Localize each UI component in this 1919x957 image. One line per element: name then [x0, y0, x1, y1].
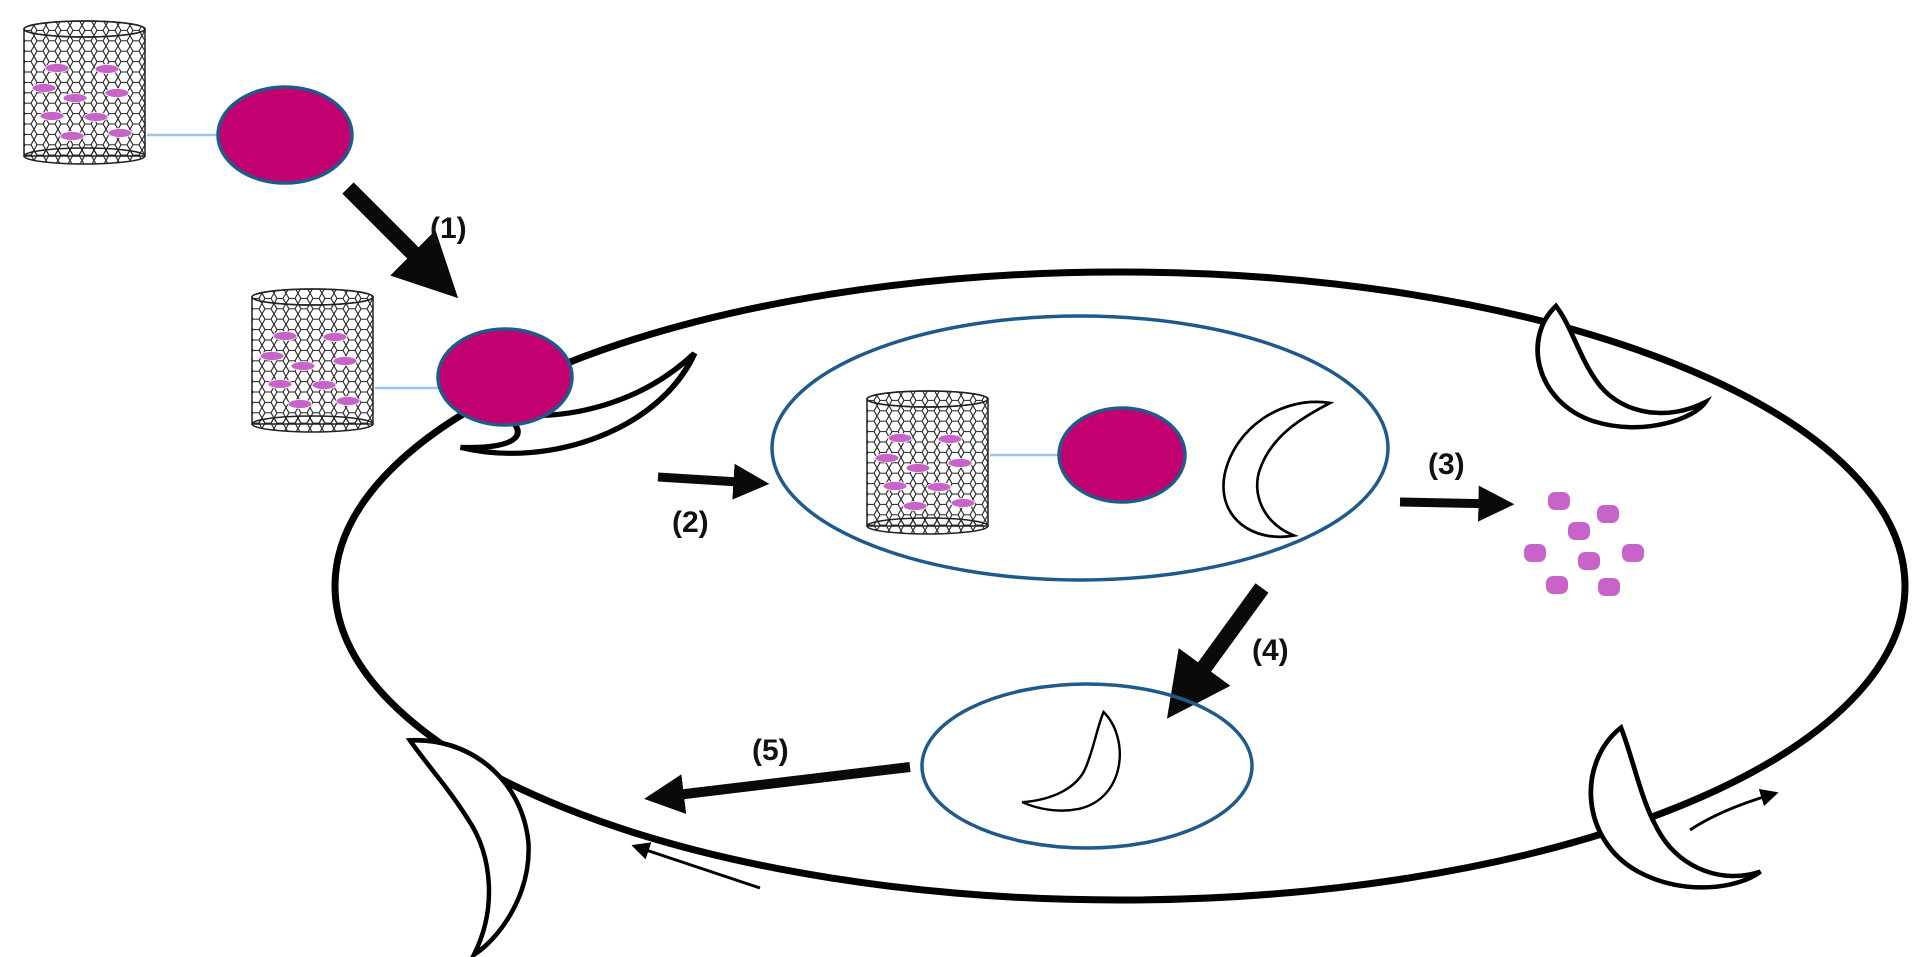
step-4-label: (4)	[1252, 634, 1289, 667]
membrane-recycle-arrow	[1689, 788, 1779, 832]
step-5-label: (5)	[752, 734, 789, 767]
receptor-icon	[1021, 709, 1121, 812]
step-1-label: (1)	[430, 212, 467, 245]
step-3-label: (3)	[1428, 448, 1465, 481]
receptor-icon	[405, 737, 531, 957]
ligand-sphere-icon	[436, 327, 574, 427]
ligand-sphere-icon	[1057, 406, 1187, 504]
vesicle-membrane	[920, 682, 1254, 850]
membrane-return-arrow	[631, 842, 761, 890]
cell-membrane	[331, 268, 1909, 904]
recycling-vesicle	[920, 682, 1254, 850]
drug-molecule-icon	[1548, 492, 1570, 510]
receptor-icon	[1588, 723, 1762, 890]
drug-molecule-icon	[1597, 505, 1619, 523]
carbon-nanotube-icon	[23, 20, 146, 165]
step-1-arrow	[342, 182, 459, 299]
ligand-sphere-icon	[216, 85, 354, 185]
drug-molecule-icon	[1578, 552, 1600, 570]
step-2-arrow	[657, 463, 770, 500]
step-3-arrow	[1399, 485, 1515, 522]
endosome	[770, 314, 1390, 582]
step-2-label: (2)	[672, 506, 709, 539]
step-5-arrow	[644, 762, 911, 814]
carbon-nanotube-icon	[251, 288, 374, 433]
step-4-arrow	[1166, 583, 1269, 719]
receptor-icon	[1222, 400, 1335, 539]
drug-molecule-icon	[1546, 576, 1568, 594]
released-drug-molecules	[1524, 492, 1644, 596]
bound-conjugate	[251, 288, 698, 456]
receptor-icon	[459, 351, 698, 456]
drug-molecule-icon	[1524, 544, 1546, 562]
drug-molecule-icon	[1598, 578, 1620, 596]
drug-molecule-icon	[1568, 522, 1590, 540]
carbon-nanotube-icon	[866, 390, 989, 535]
drug-molecule-icon	[1622, 544, 1644, 562]
endosome-membrane	[770, 314, 1390, 582]
free-conjugate	[23, 20, 354, 185]
receptor-icon	[1535, 302, 1713, 430]
